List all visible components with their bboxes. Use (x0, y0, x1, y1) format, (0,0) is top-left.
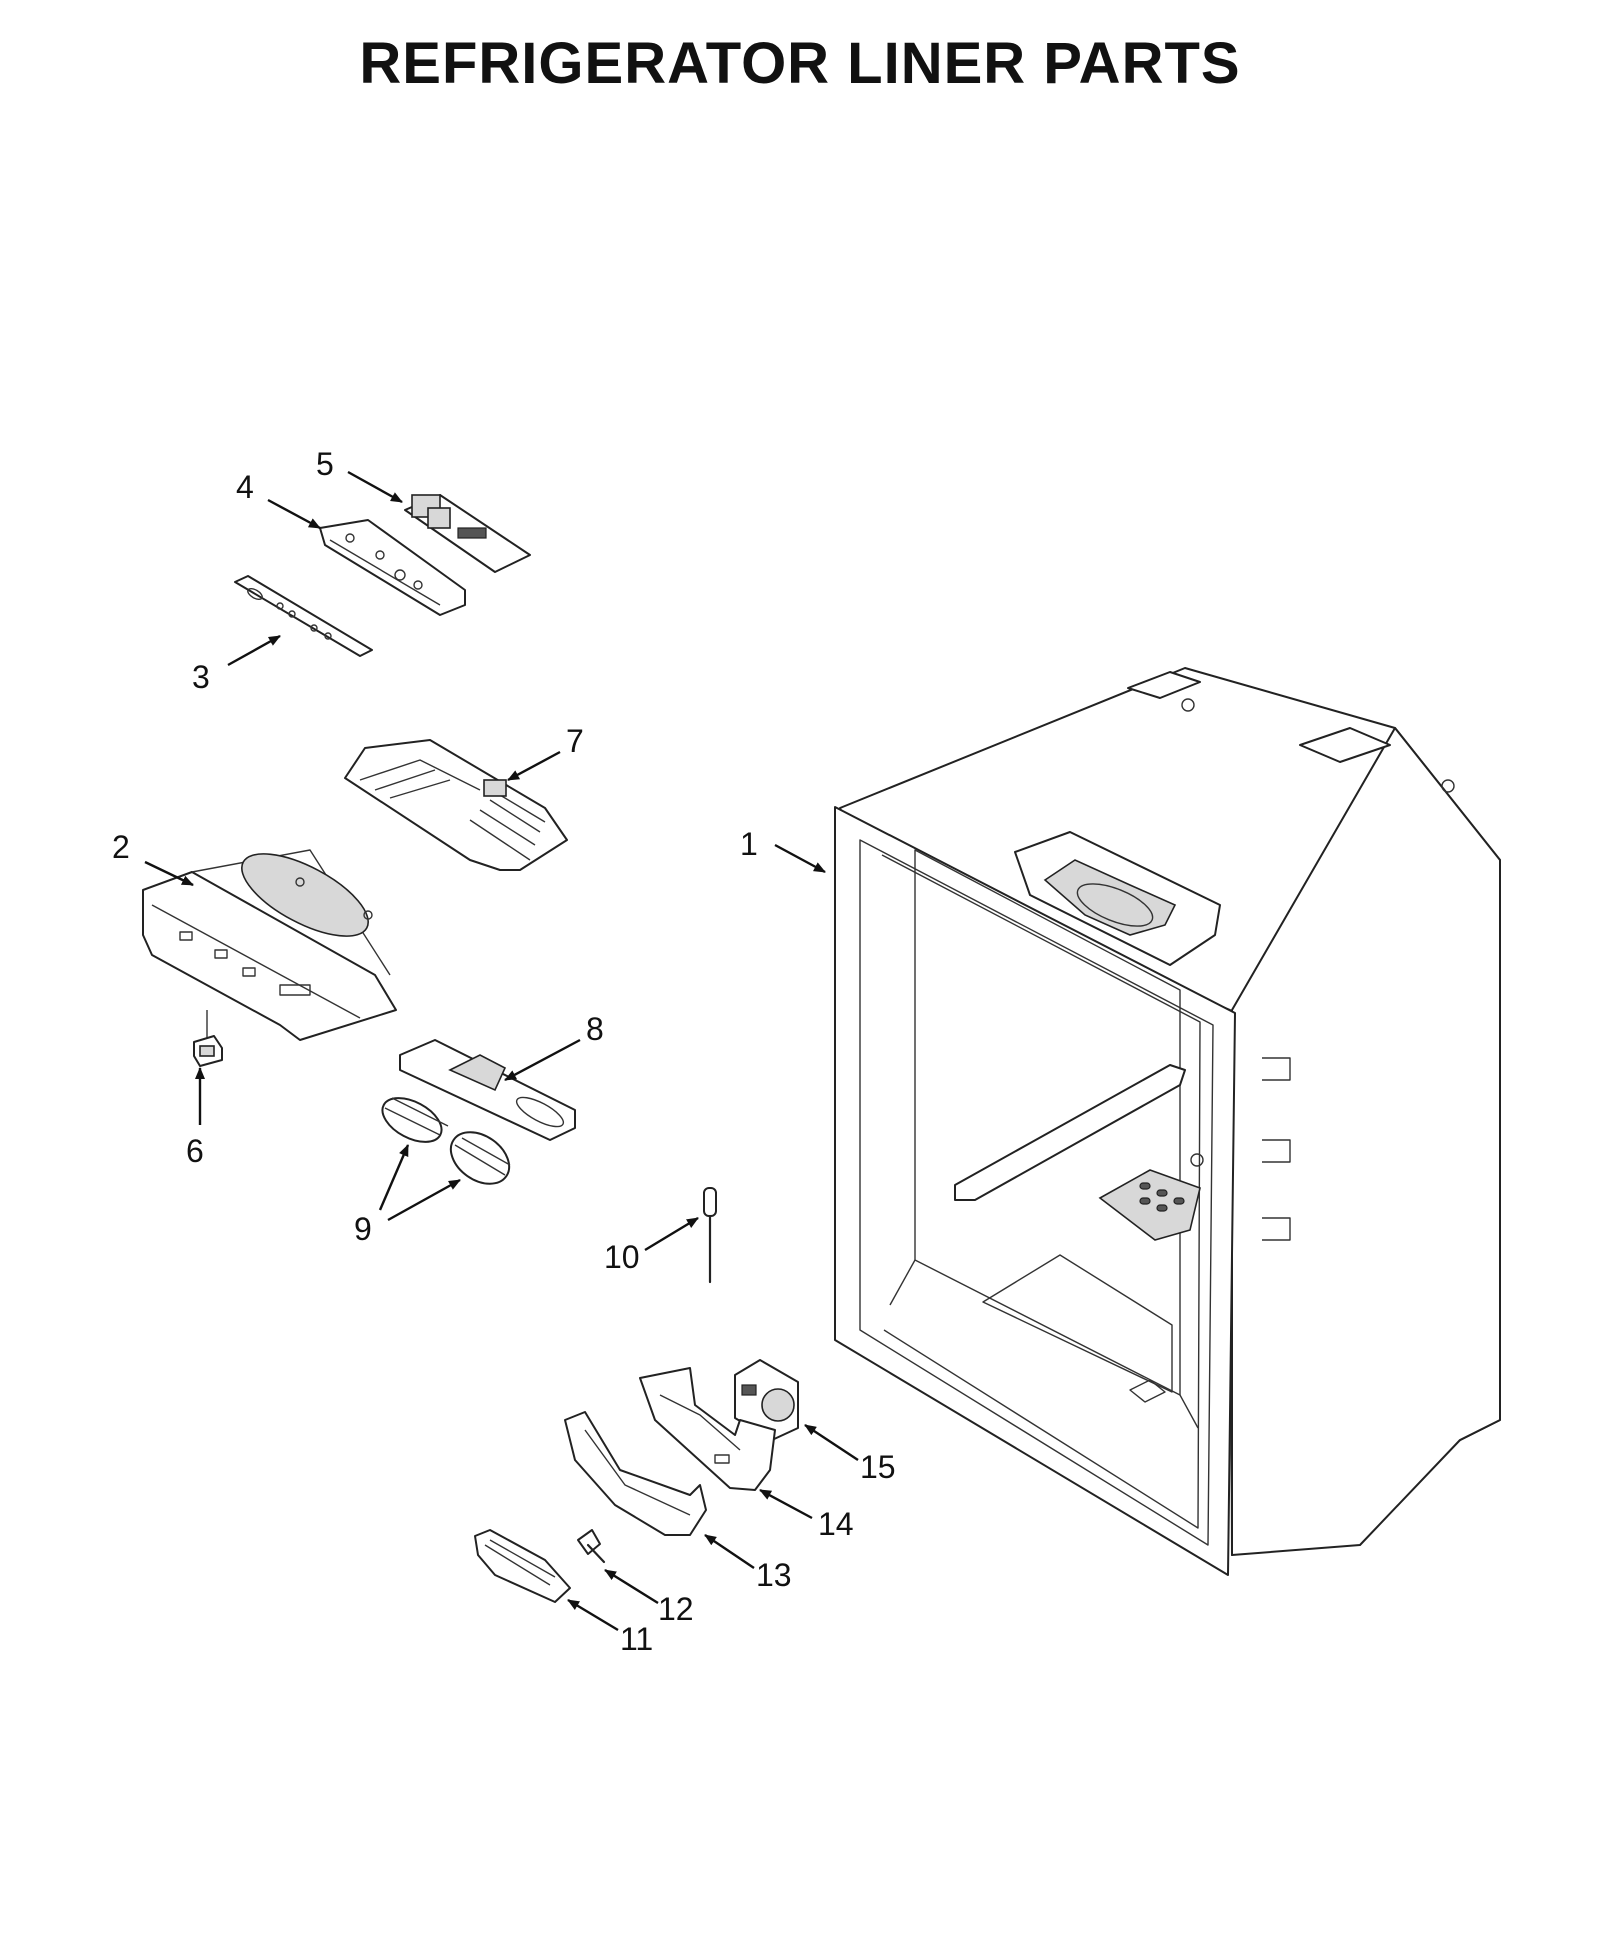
overlay-part-3[interactable] (234, 575, 373, 657)
svg-text:3: 3 (192, 659, 210, 695)
callout-4: 4 (236, 469, 321, 530)
housing-part-2[interactable] (142, 837, 397, 1041)
callout-1: 1 (740, 826, 826, 874)
led-lamp-part-9[interactable] (375, 1089, 519, 1194)
callout-5: 5 (316, 446, 403, 504)
chute-part-14[interactable] (639, 1367, 776, 1491)
liner-box-part-1[interactable] (834, 667, 1501, 1576)
callout-9: 9 (354, 1144, 461, 1247)
damper-motor-part-15[interactable] (734, 1359, 799, 1441)
svg-text:9: 9 (354, 1211, 372, 1247)
svg-text:6: 6 (186, 1133, 204, 1169)
callout-14: 14 (759, 1488, 854, 1542)
svg-text:7: 7 (566, 723, 584, 759)
svg-text:1: 1 (740, 826, 758, 862)
callout-12: 12 (604, 1568, 694, 1627)
lamp-socket-part-6[interactable] (193, 1010, 223, 1067)
control-board-part-5[interactable] (404, 494, 531, 573)
svg-text:2: 2 (112, 829, 130, 865)
page-title: REFRIGERATOR LINER PARTS (359, 31, 1241, 96)
svg-text:15: 15 (860, 1449, 896, 1485)
svg-text:4: 4 (236, 469, 254, 505)
callout-15: 15 (804, 1423, 896, 1485)
callout-3: 3 (192, 634, 281, 695)
callout-8: 8 (504, 1011, 604, 1082)
callout-11: 11 (567, 1598, 653, 1657)
led-cover-part-8[interactable] (399, 1039, 576, 1141)
svg-text:12: 12 (658, 1591, 694, 1627)
callout-13: 13 (704, 1534, 792, 1593)
svg-text:14: 14 (818, 1506, 854, 1542)
callout-2: 2 (112, 829, 194, 887)
svg-text:10: 10 (604, 1239, 640, 1275)
thermistor-part-10[interactable] (703, 1187, 717, 1284)
svg-text:8: 8 (586, 1011, 604, 1047)
control-housing-part-4[interactable] (319, 519, 466, 616)
svg-text:11: 11 (620, 1621, 653, 1657)
callout-6: 6 (186, 1067, 205, 1169)
svg-text:13: 13 (756, 1557, 792, 1593)
callout-7: 7 (507, 723, 584, 782)
svg-text:5: 5 (316, 446, 334, 482)
trim-part-11[interactable] (474, 1529, 571, 1603)
chute-cover-part-13[interactable] (564, 1411, 707, 1536)
cover-part-7[interactable] (344, 739, 568, 871)
callout-10: 10 (604, 1216, 699, 1275)
screw-part-12[interactable] (577, 1529, 606, 1564)
